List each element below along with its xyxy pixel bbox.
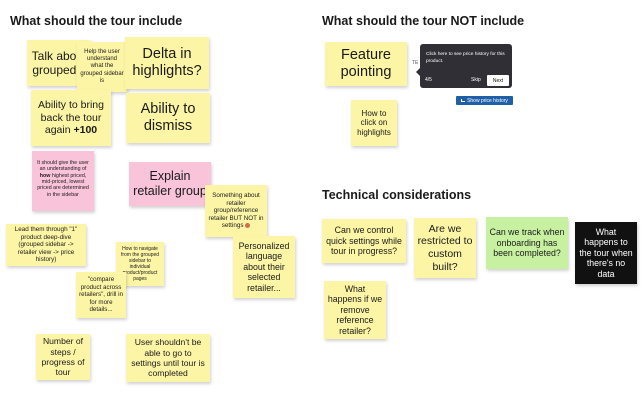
sticky-text: Number of steps / progress of tour: [41, 336, 85, 378]
sticky-help-user-understand[interactable]: Help the user understand what the groupe…: [77, 42, 127, 92]
heading-tour-not-include: What should the tour NOT include: [322, 14, 525, 28]
price-button-label: Show price history: [467, 97, 508, 104]
tooltip-skip-button[interactable]: Skip: [471, 77, 481, 83]
chart-icon: [461, 99, 466, 102]
sticky-ability-dismiss[interactable]: Ability to dismiss: [126, 93, 210, 143]
sticky-feature-pointing[interactable]: Feature pointing: [325, 42, 407, 86]
sticky-text: Ability to dismiss: [140, 100, 196, 134]
sticky-no-data[interactable]: What happens to the tour when there's no…: [575, 222, 637, 284]
sticky-text: Delta in highlights?: [132, 45, 202, 79]
emoji-icon: [245, 223, 251, 229]
sticky-something-about-retailer[interactable]: Something about retailer group/reference…: [205, 185, 267, 237]
tour-tooltip-popup: Click here to see price history for this…: [416, 44, 512, 88]
sticky-track-onboarding[interactable]: Can we track when onboarding has been co…: [486, 217, 568, 269]
tooltip-step-counter: 4/5: [425, 77, 432, 83]
sticky-ability-bring-back[interactable]: Ability to bring back the tour again +10…: [31, 90, 111, 146]
sticky-text: Ability to bring back the tour again: [38, 99, 104, 137]
sticky-text: Personalized language about their select…: [238, 240, 290, 293]
sticky-text: Are we restricted to custom built?: [417, 222, 473, 273]
sticky-text: How to click on highlights: [357, 108, 391, 137]
heading-technical-considerations: Technical considerations: [322, 188, 472, 202]
sticky-delta-highlights[interactable]: Delta in highlights?: [125, 37, 209, 89]
sticky-text: It should give the user an understanding…: [37, 160, 89, 198]
sticky-how-to-click-highlights[interactable]: How to click on highlights: [351, 100, 397, 146]
sticky-control-quick-settings[interactable]: Can we control quick settings while tour…: [322, 219, 406, 263]
tooltip-text: Click here to see price history for this…: [426, 52, 505, 64]
sticky-compare-product[interactable]: "compare product across retailers", dril…: [76, 272, 126, 318]
sticky-settings-until-complete[interactable]: User shouldn't be able to go to settings…: [126, 334, 210, 382]
tooltip-next-button[interactable]: Next: [487, 75, 509, 86]
sticky-text-bold: +100: [73, 124, 98, 137]
sticky-text: Feature pointing: [340, 46, 392, 80]
sticky-text: User shouldn't be able to go to settings…: [131, 337, 205, 379]
sticky-pricing-understanding[interactable]: It should give the user an understanding…: [32, 151, 94, 211]
sticky-text: What happens if we remove reference reta…: [327, 283, 383, 336]
sticky-text: Talk about grouped s: [31, 48, 87, 77]
sticky-restricted-custom-built[interactable]: Are we restricted to custom built?: [414, 218, 476, 278]
sticky-text: Explain retailer group: [133, 169, 207, 198]
show-price-history-button[interactable]: Show price history: [456, 96, 513, 105]
sticky-lead-product-deep-dive[interactable]: Lead them through "1" product deep-dive …: [6, 224, 86, 266]
sticky-explain-retailer-group[interactable]: Explain retailer group: [129, 162, 211, 206]
sticky-personalized-language[interactable]: Personalized language about their select…: [233, 236, 295, 298]
sticky-remove-reference-retailer[interactable]: What happens if we remove reference reta…: [324, 281, 386, 339]
sticky-text: What happens to the tour when there's no…: [579, 226, 633, 279]
sticky-text: How to navigate from the grouped sidebar…: [120, 246, 160, 282]
sticky-text: Lead them through "1" product deep-dive …: [14, 226, 78, 264]
sticky-text-wrap: Ability to bring back the tour again +10…: [34, 99, 108, 137]
tooltip-arrow: [416, 68, 420, 76]
sticky-number-of-steps[interactable]: Number of steps / progress of tour: [36, 334, 90, 380]
partial-text: TE: [412, 60, 419, 66]
sticky-text: "compare product across retailers", dril…: [79, 276, 123, 314]
heading-tour-include: What should the tour include: [10, 14, 183, 28]
sticky-text: Can we control quick settings while tour…: [326, 225, 402, 257]
sticky-text: Something about retailer group/reference…: [208, 192, 264, 230]
sticky-text: Can we track when onboarding has been co…: [489, 227, 565, 259]
sticky-text: Help the user understand what the groupe…: [80, 49, 124, 84]
